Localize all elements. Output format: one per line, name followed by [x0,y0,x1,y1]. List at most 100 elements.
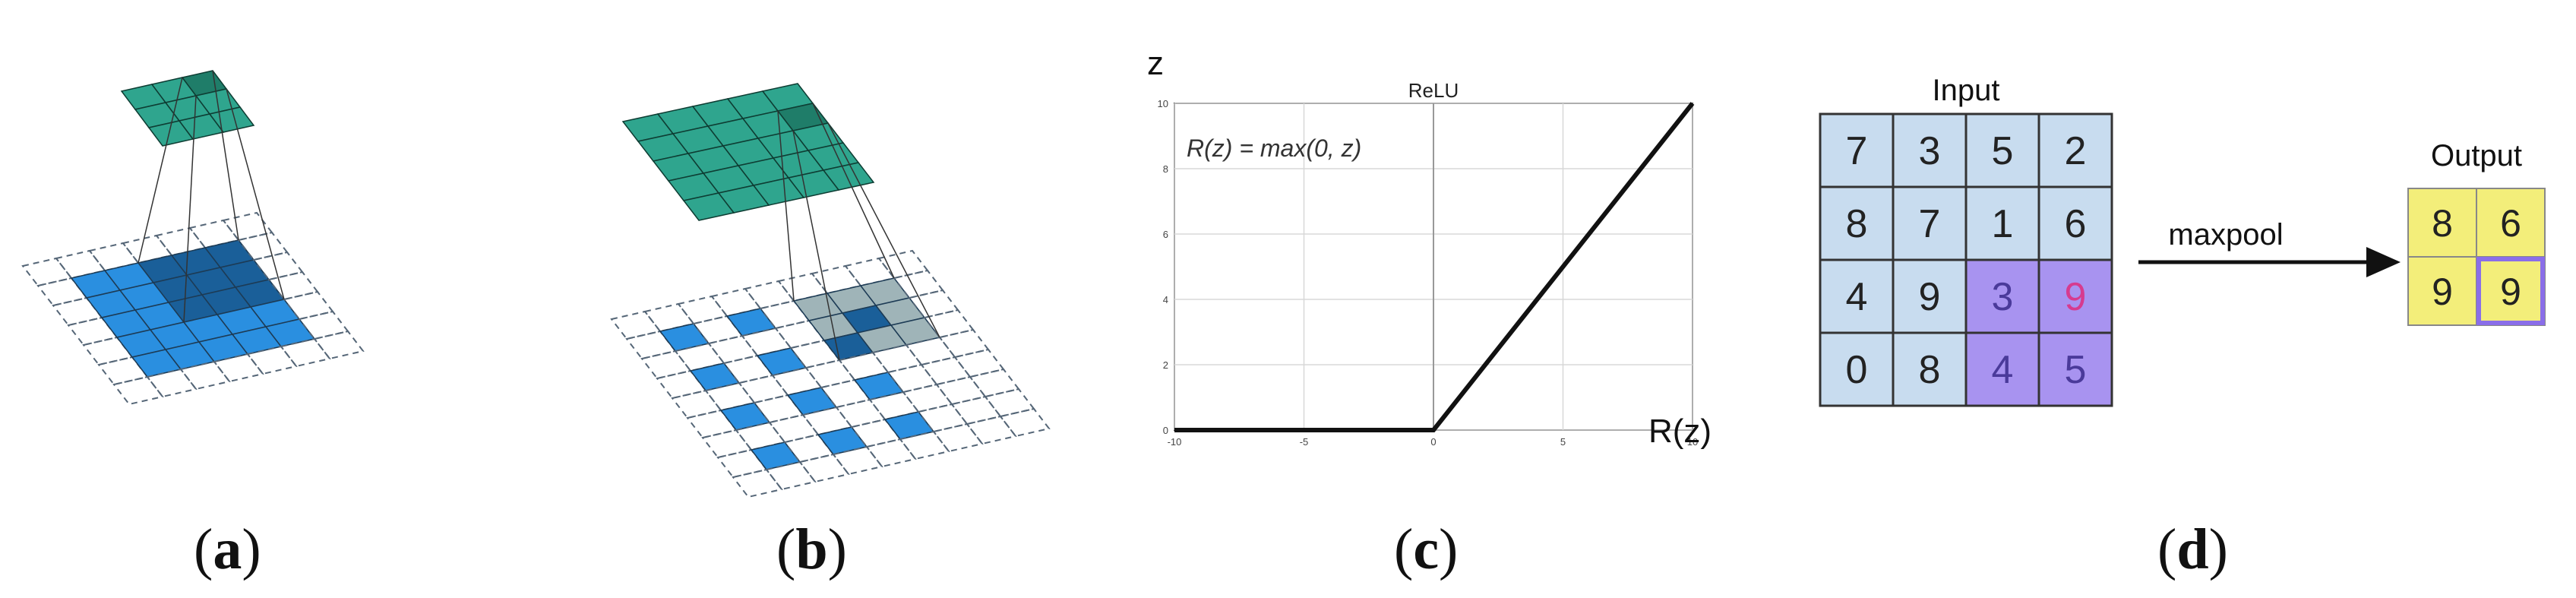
relu-series-line [1174,102,1695,432]
output-cell [2476,188,2546,258]
input-cell [1819,112,1895,188]
input-grid-b-cell [640,350,692,380]
input-cell [2037,112,2113,188]
projection-line [827,122,940,338]
input-grid-b-cell [899,430,950,460]
projection-line [137,77,183,264]
input-grid-a-cell [213,353,264,383]
input-grid-b-cell [725,308,777,337]
input-cell-value: 7 [1919,202,1941,246]
input-cell-value: 9 [2065,275,2087,319]
relu-x-tick-label: 10 [1687,436,1698,448]
maxpool-arrow-label: maxpool [2168,218,2283,252]
input-cell-value: 5 [2065,348,2087,392]
input-grid-b-cell [999,407,1051,438]
maxpool-arrow-head [2366,247,2401,277]
caption-d: (d) [2157,517,2228,581]
input-cell [1892,331,1968,407]
projection-line [777,110,795,302]
input-grid-b-cell [817,426,868,455]
output-cell-value: 9 [2432,271,2453,313]
input-grid-b-cell [765,460,817,491]
input-cell [1892,258,1968,334]
input-grid-b-cell [701,429,753,459]
projection-line [212,70,239,241]
output-cell-value: 9 [2500,271,2521,313]
input-grid-a-cell [112,375,164,406]
relu-x-tick-label: 5 [1560,436,1566,448]
input-cell-value: 5 [1992,129,2014,173]
input-grid-b-cell [865,438,917,468]
input-cell [2037,331,2113,407]
input-title: Input [1933,74,2000,107]
input-grid-b-cell [932,422,984,453]
input-grid-b-cell [877,249,929,280]
caption-b: (b) [776,517,847,581]
input-cell-value: 7 [1846,129,1868,173]
input-grid-b-cell [953,348,1005,378]
projection-line [792,130,840,361]
input-grid-b-cell [671,389,722,419]
conv-a-grids [21,70,365,406]
output-highlight-cell [2476,257,2545,325]
input-cell [2037,258,2113,334]
input-grid-b-cell [950,395,1002,426]
input-grid-a-cell [146,368,198,398]
projection-line [183,95,197,323]
convolution-diagram-a [21,70,365,406]
input-cell-value: 6 [2065,202,2087,246]
input-grid-a-cell [313,330,365,360]
input-cell-value: 9 [1919,275,1941,319]
input-grid-b-cell [883,411,935,440]
input-grid-b-cell [786,387,838,416]
input-cell [1964,185,2040,261]
relu-x-tick-label: 0 [1430,436,1436,448]
caption-c: (c) [1394,517,1459,581]
input-cell-value: 3 [1992,275,2014,319]
input-grid-a-cell [21,257,73,287]
input-grid-b-cell [756,347,808,376]
output-cell-value: 6 [2500,202,2521,245]
input-cell-value: 4 [1992,348,2014,392]
relu-y-tick-label: 2 [1163,359,1168,371]
input-grid-b-cell [804,359,856,389]
relu-formula: R(z) = max(0, z) [1187,134,1361,162]
input-grid-b-cell [732,468,783,498]
input-grid-b-cell [768,413,820,444]
input-cell-value: 8 [1919,348,1941,392]
input-grid-b-cell [984,388,1035,418]
output-title: Output [2431,139,2522,172]
input-cell-value: 8 [1846,202,1868,246]
input-grid-b-cell [920,356,972,386]
relu-x-tick-label: -10 [1168,436,1182,448]
output-cell-value: 8 [2432,202,2453,245]
convolution-diagram-b [610,83,1051,498]
relu-y-tick-label: 6 [1163,229,1168,240]
input-grid-b-cell [798,453,850,483]
input-cell [1819,258,1895,334]
input-cell-value: 2 [2065,129,2087,173]
input-cell [1819,185,1895,261]
projection-line [226,88,285,300]
input-cell-value: 0 [1846,348,1868,392]
relu-y-axis-label: z [1147,45,1164,82]
relu-x-tick-label: -5 [1300,436,1309,448]
input-grid-b-cell [719,402,771,431]
input-grid-a-cell [179,360,231,391]
projection-line [812,103,895,279]
conv-b-grids [610,83,1051,498]
relu-y-tick-label: 4 [1163,294,1168,305]
input-cell-value: 3 [1919,129,1941,173]
input-cell-value: 4 [1846,275,1868,319]
relu-title: ReLU [1408,79,1459,102]
input-grid-a-cell [280,337,331,368]
input-grid-a-cell [246,345,298,375]
relu-y-tick-label: 8 [1163,163,1168,175]
input-cell [1819,331,1895,407]
input-grid-b-cell [902,383,953,413]
input-grid-b-cell [832,445,883,476]
